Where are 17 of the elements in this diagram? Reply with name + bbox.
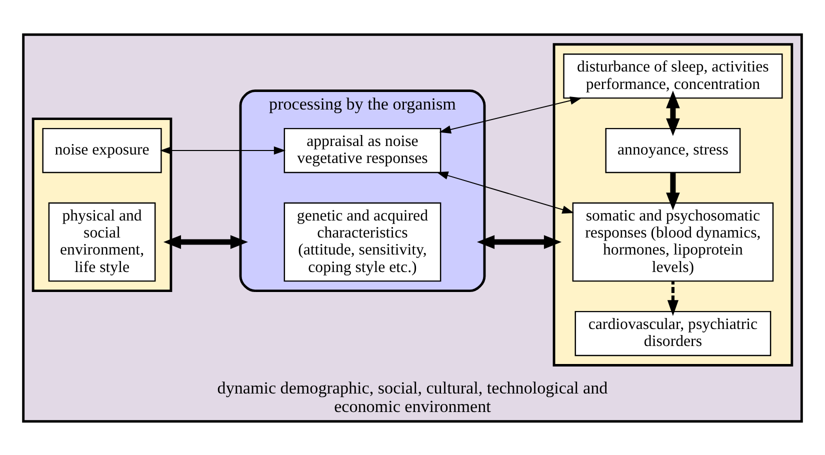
arrow <box>666 172 680 210</box>
node-box: cardiovascular, psychiatric disorders <box>574 310 772 356</box>
node-box: appraisal as noise vegetative responses <box>284 127 442 173</box>
node-box: disturbance of sleep, activities performance, concentration <box>563 53 783 98</box>
arrow <box>439 96 582 134</box>
arrow <box>667 281 679 316</box>
node-box: noise exposure <box>42 127 162 173</box>
node-box: genetic and acquired characteristics (attitude, sensitivity, coping style etc.) <box>284 202 442 282</box>
cluster <box>552 42 794 366</box>
arrow <box>163 234 248 248</box>
arrow <box>436 171 574 214</box>
node-box: physical and social environment, life style <box>48 202 156 282</box>
arrow <box>666 90 680 136</box>
node-box: annoyance, stress <box>605 127 741 173</box>
arrow <box>476 234 562 248</box>
arrow <box>160 146 286 154</box>
node-box: somatic and psychosomatic responses (blood dynamics, hormones, lipoprotein levels) <box>572 202 774 282</box>
